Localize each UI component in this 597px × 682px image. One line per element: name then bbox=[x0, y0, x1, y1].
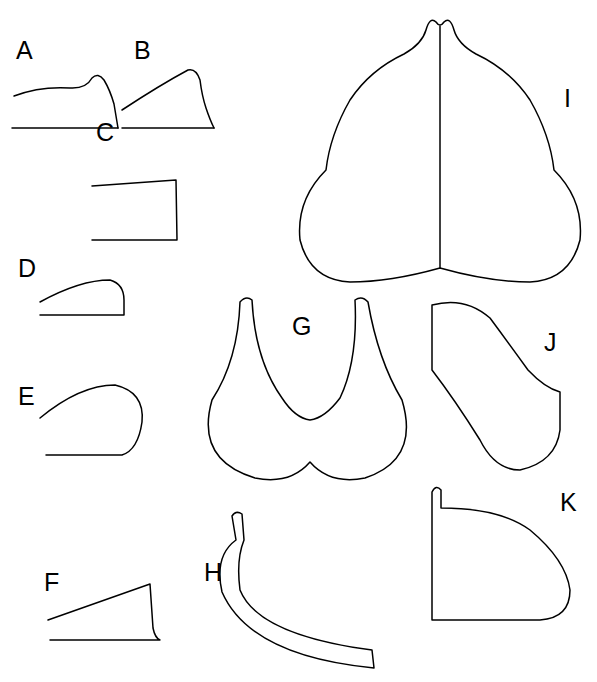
outline-h bbox=[220, 512, 374, 668]
figure-letter: G bbox=[292, 314, 311, 339]
outline-k bbox=[432, 487, 570, 620]
figure-letter: B bbox=[134, 38, 151, 63]
figure-letter: F bbox=[44, 570, 59, 595]
outline-j bbox=[432, 302, 560, 470]
figure-letter: K bbox=[560, 490, 577, 515]
outline-g bbox=[208, 298, 406, 480]
baseline-b bbox=[122, 127, 214, 129]
outline-b bbox=[122, 70, 214, 128]
outline-f bbox=[48, 584, 160, 640]
figure-letter: C bbox=[96, 120, 114, 145]
figure-letter: A bbox=[16, 38, 33, 63]
figure-letter: I bbox=[564, 86, 571, 111]
outline-c bbox=[92, 180, 177, 240]
outline-i bbox=[300, 20, 581, 282]
midline-i bbox=[439, 26, 441, 268]
figure-letter: E bbox=[18, 384, 35, 409]
figure-letter: J bbox=[544, 330, 557, 355]
figure-letter: D bbox=[18, 256, 36, 281]
outline-e bbox=[40, 385, 142, 455]
outline-d bbox=[40, 280, 124, 315]
figure-letter: H bbox=[204, 560, 222, 585]
